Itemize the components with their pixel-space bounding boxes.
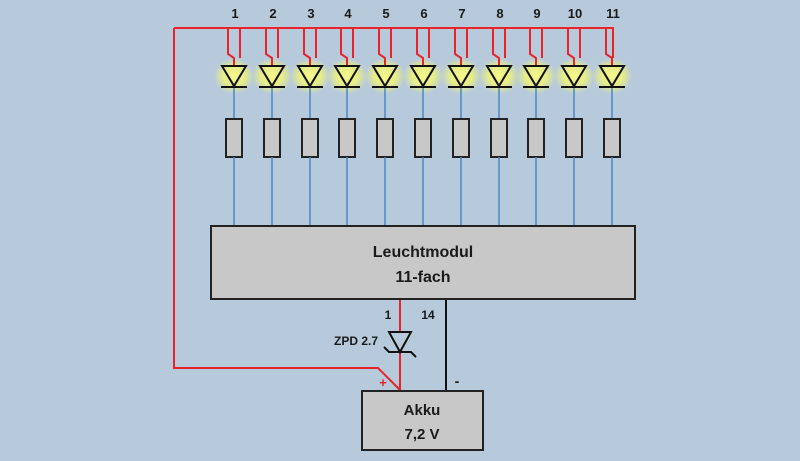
resistor bbox=[414, 118, 432, 158]
led-number-label: 2 bbox=[269, 6, 276, 21]
led-positive-lead bbox=[265, 28, 273, 66]
positive-return-wire bbox=[173, 28, 401, 391]
resistor bbox=[263, 118, 281, 158]
resistor bbox=[338, 118, 356, 158]
led-diode-icon bbox=[220, 65, 248, 88]
led-positive-lead bbox=[378, 28, 386, 66]
resistor bbox=[301, 118, 319, 158]
led-number-label: 10 bbox=[568, 6, 582, 21]
led-positive-lead bbox=[492, 28, 500, 66]
zener-diode-symbol bbox=[383, 331, 417, 358]
led-diode-icon bbox=[598, 65, 626, 88]
led-channels: 1 2 3 4 5 6 7 8 9 10 11 bbox=[214, 6, 632, 226]
led-positive-lead bbox=[567, 28, 575, 66]
led-number-label: 4 bbox=[344, 6, 352, 21]
akku-minus-sign: - bbox=[455, 373, 460, 389]
resistor bbox=[225, 118, 243, 158]
led-positive-lead bbox=[227, 28, 235, 66]
led-channel-2: 2 bbox=[252, 6, 292, 226]
led-number-label: 11 bbox=[606, 6, 620, 21]
led-number-label: 7 bbox=[458, 6, 465, 21]
led-channel-3: 3 bbox=[290, 6, 330, 226]
led-positive-lead bbox=[605, 28, 613, 66]
led-channel-1: 1 bbox=[214, 6, 254, 226]
led-diode-icon bbox=[333, 65, 361, 88]
resistor bbox=[376, 118, 394, 158]
led-channel-10: 10 bbox=[554, 6, 594, 226]
led-diode-icon bbox=[522, 65, 550, 88]
led-diode-icon bbox=[371, 65, 399, 88]
leuchtmodul-box bbox=[210, 225, 636, 300]
led-diode-icon bbox=[447, 65, 475, 88]
module-subtitle: 11-fach bbox=[395, 269, 450, 286]
resistor bbox=[452, 118, 470, 158]
led-number-label: 1 bbox=[231, 6, 238, 21]
led-diode-icon bbox=[409, 65, 437, 88]
led-diode-icon bbox=[560, 65, 588, 88]
led-diode-icon bbox=[296, 65, 324, 88]
led-channel-5: 5 bbox=[365, 6, 405, 226]
led-number-label: 8 bbox=[496, 6, 503, 21]
led-positive-lead bbox=[303, 28, 311, 66]
led-number-label: 9 bbox=[533, 6, 540, 21]
led-channel-6: 6 bbox=[403, 6, 443, 226]
led-number-label: 6 bbox=[420, 6, 427, 21]
resistor bbox=[527, 118, 545, 158]
led-diode-icon bbox=[485, 65, 513, 88]
akku-box bbox=[361, 390, 484, 451]
led-channel-7: 7 bbox=[441, 6, 481, 226]
positive-bus-wire bbox=[174, 27, 614, 58]
resistor bbox=[490, 118, 508, 158]
zener-label: ZPD 2.7 bbox=[334, 334, 378, 348]
led-positive-lead bbox=[529, 28, 537, 66]
akku-title: Akku bbox=[404, 402, 441, 419]
module-pin-negative-label: 14 bbox=[421, 308, 435, 322]
led-diode-icon bbox=[258, 65, 286, 88]
led-number-label: 3 bbox=[307, 6, 314, 21]
module-title: Leuchtmodul bbox=[373, 244, 473, 261]
led-channel-9: 9 bbox=[516, 6, 556, 226]
led-number-label: 5 bbox=[382, 6, 389, 21]
led-positive-lead bbox=[340, 28, 348, 66]
module-pin-positive-label: 1 bbox=[385, 308, 392, 322]
led-channel-8: 8 bbox=[479, 6, 519, 226]
resistor bbox=[565, 118, 583, 158]
led-channel-11: 11 bbox=[592, 6, 632, 226]
resistor bbox=[603, 118, 621, 158]
led-positive-lead bbox=[416, 28, 424, 66]
akku-plus-sign: + bbox=[379, 375, 387, 390]
led-positive-lead bbox=[454, 28, 462, 66]
akku-voltage: 7,2 V bbox=[404, 426, 439, 443]
led-channel-4: 4 bbox=[327, 6, 367, 226]
